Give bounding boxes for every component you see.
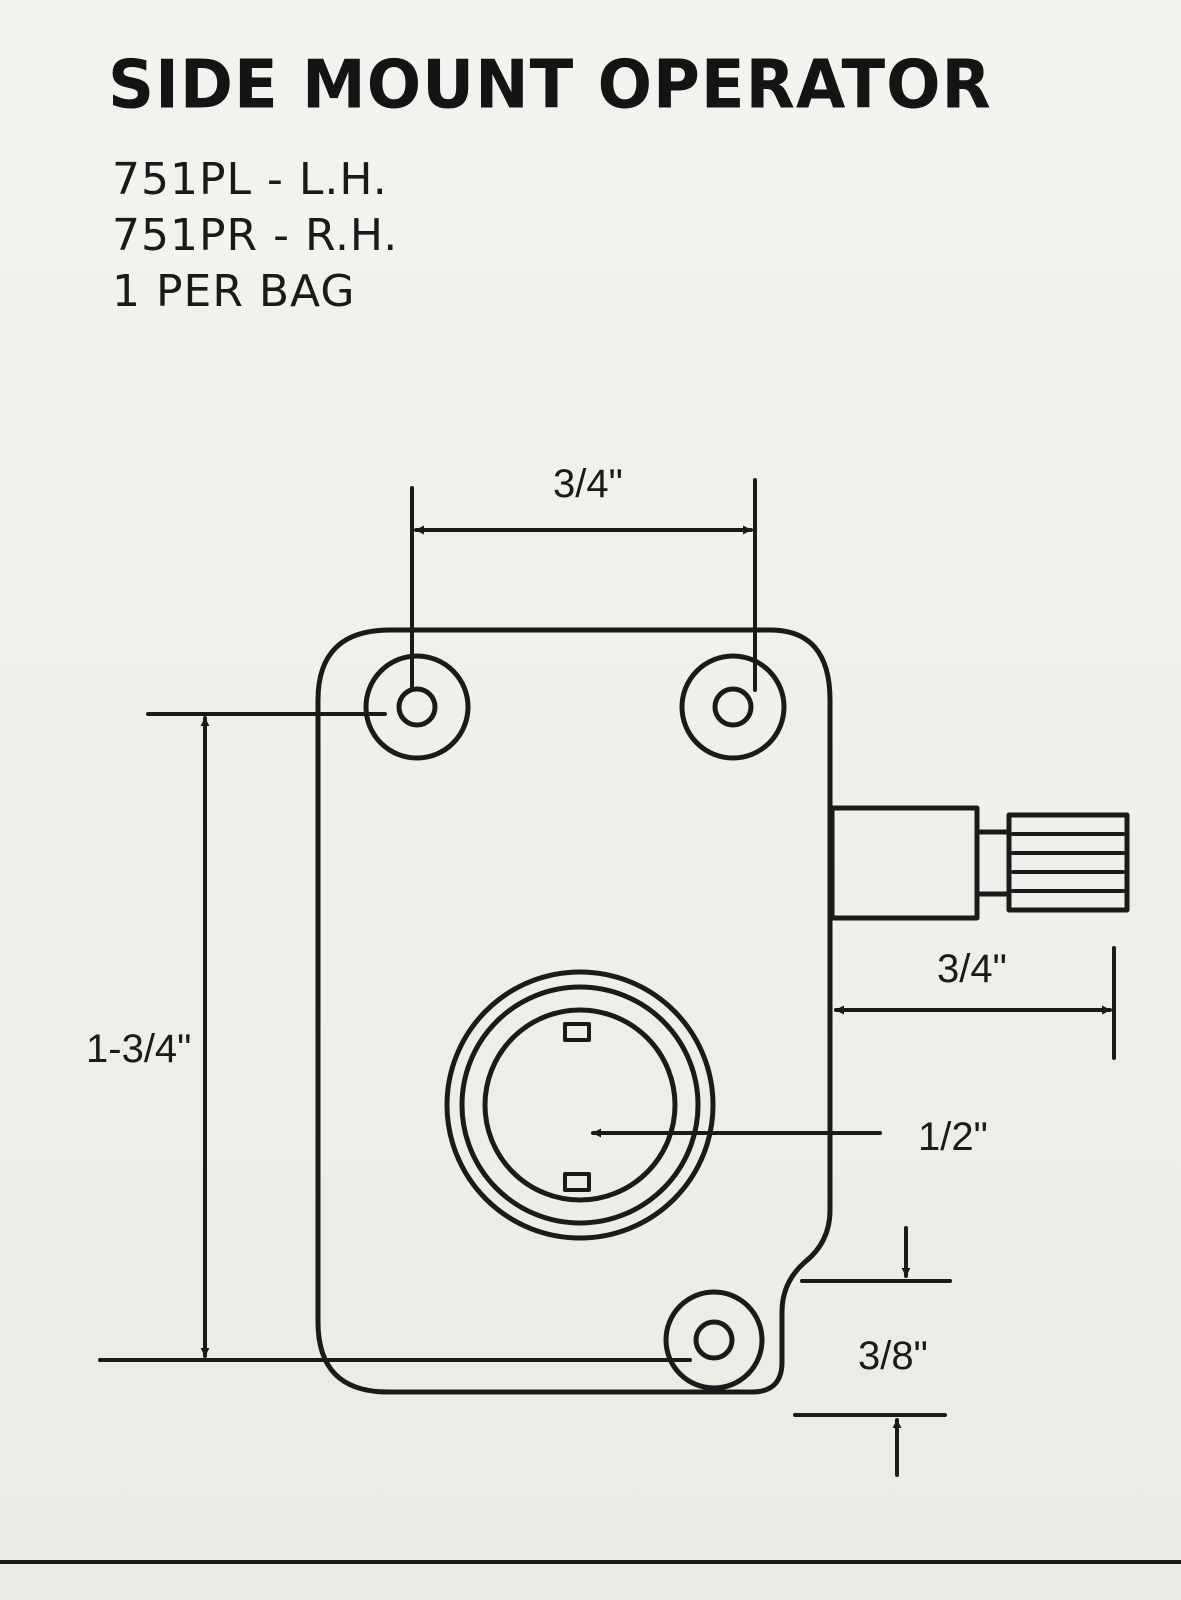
mounting-hole-top-right bbox=[679, 653, 787, 761]
operator-body-outline bbox=[315, 627, 833, 1395]
page-divider bbox=[0, 1560, 1181, 1564]
label-top-spacing: 3/4" bbox=[553, 462, 623, 506]
spec-item-lh: 751PL - L.H. bbox=[112, 154, 388, 205]
page-title: SIDE MOUNT OPERATOR bbox=[108, 46, 992, 125]
dimension-shaft-length bbox=[834, 946, 1116, 1060]
dimension-height bbox=[98, 712, 692, 1362]
side-shaft bbox=[829, 805, 1130, 921]
spec-list: 751PL - L.H. 751PR - R.H. 1 PER BAG bbox=[112, 152, 398, 320]
label-shaft-length: 3/4" bbox=[937, 947, 1007, 991]
label-center-bore: 1/2" bbox=[918, 1115, 988, 1159]
mounting-hole-bottom bbox=[663, 1289, 765, 1391]
label-bottom-offset: 3/8" bbox=[858, 1334, 928, 1378]
dimension-top-spacing bbox=[410, 478, 757, 692]
spec-item-qty: 1 PER BAG bbox=[112, 266, 356, 317]
dimension-bottom-offset bbox=[793, 1226, 952, 1477]
mounting-hole-top-left bbox=[363, 653, 471, 761]
center-bore bbox=[444, 969, 716, 1241]
spec-item-rh: 751PR - R.H. bbox=[112, 210, 399, 261]
label-height: 1-3/4" bbox=[86, 1027, 191, 1071]
